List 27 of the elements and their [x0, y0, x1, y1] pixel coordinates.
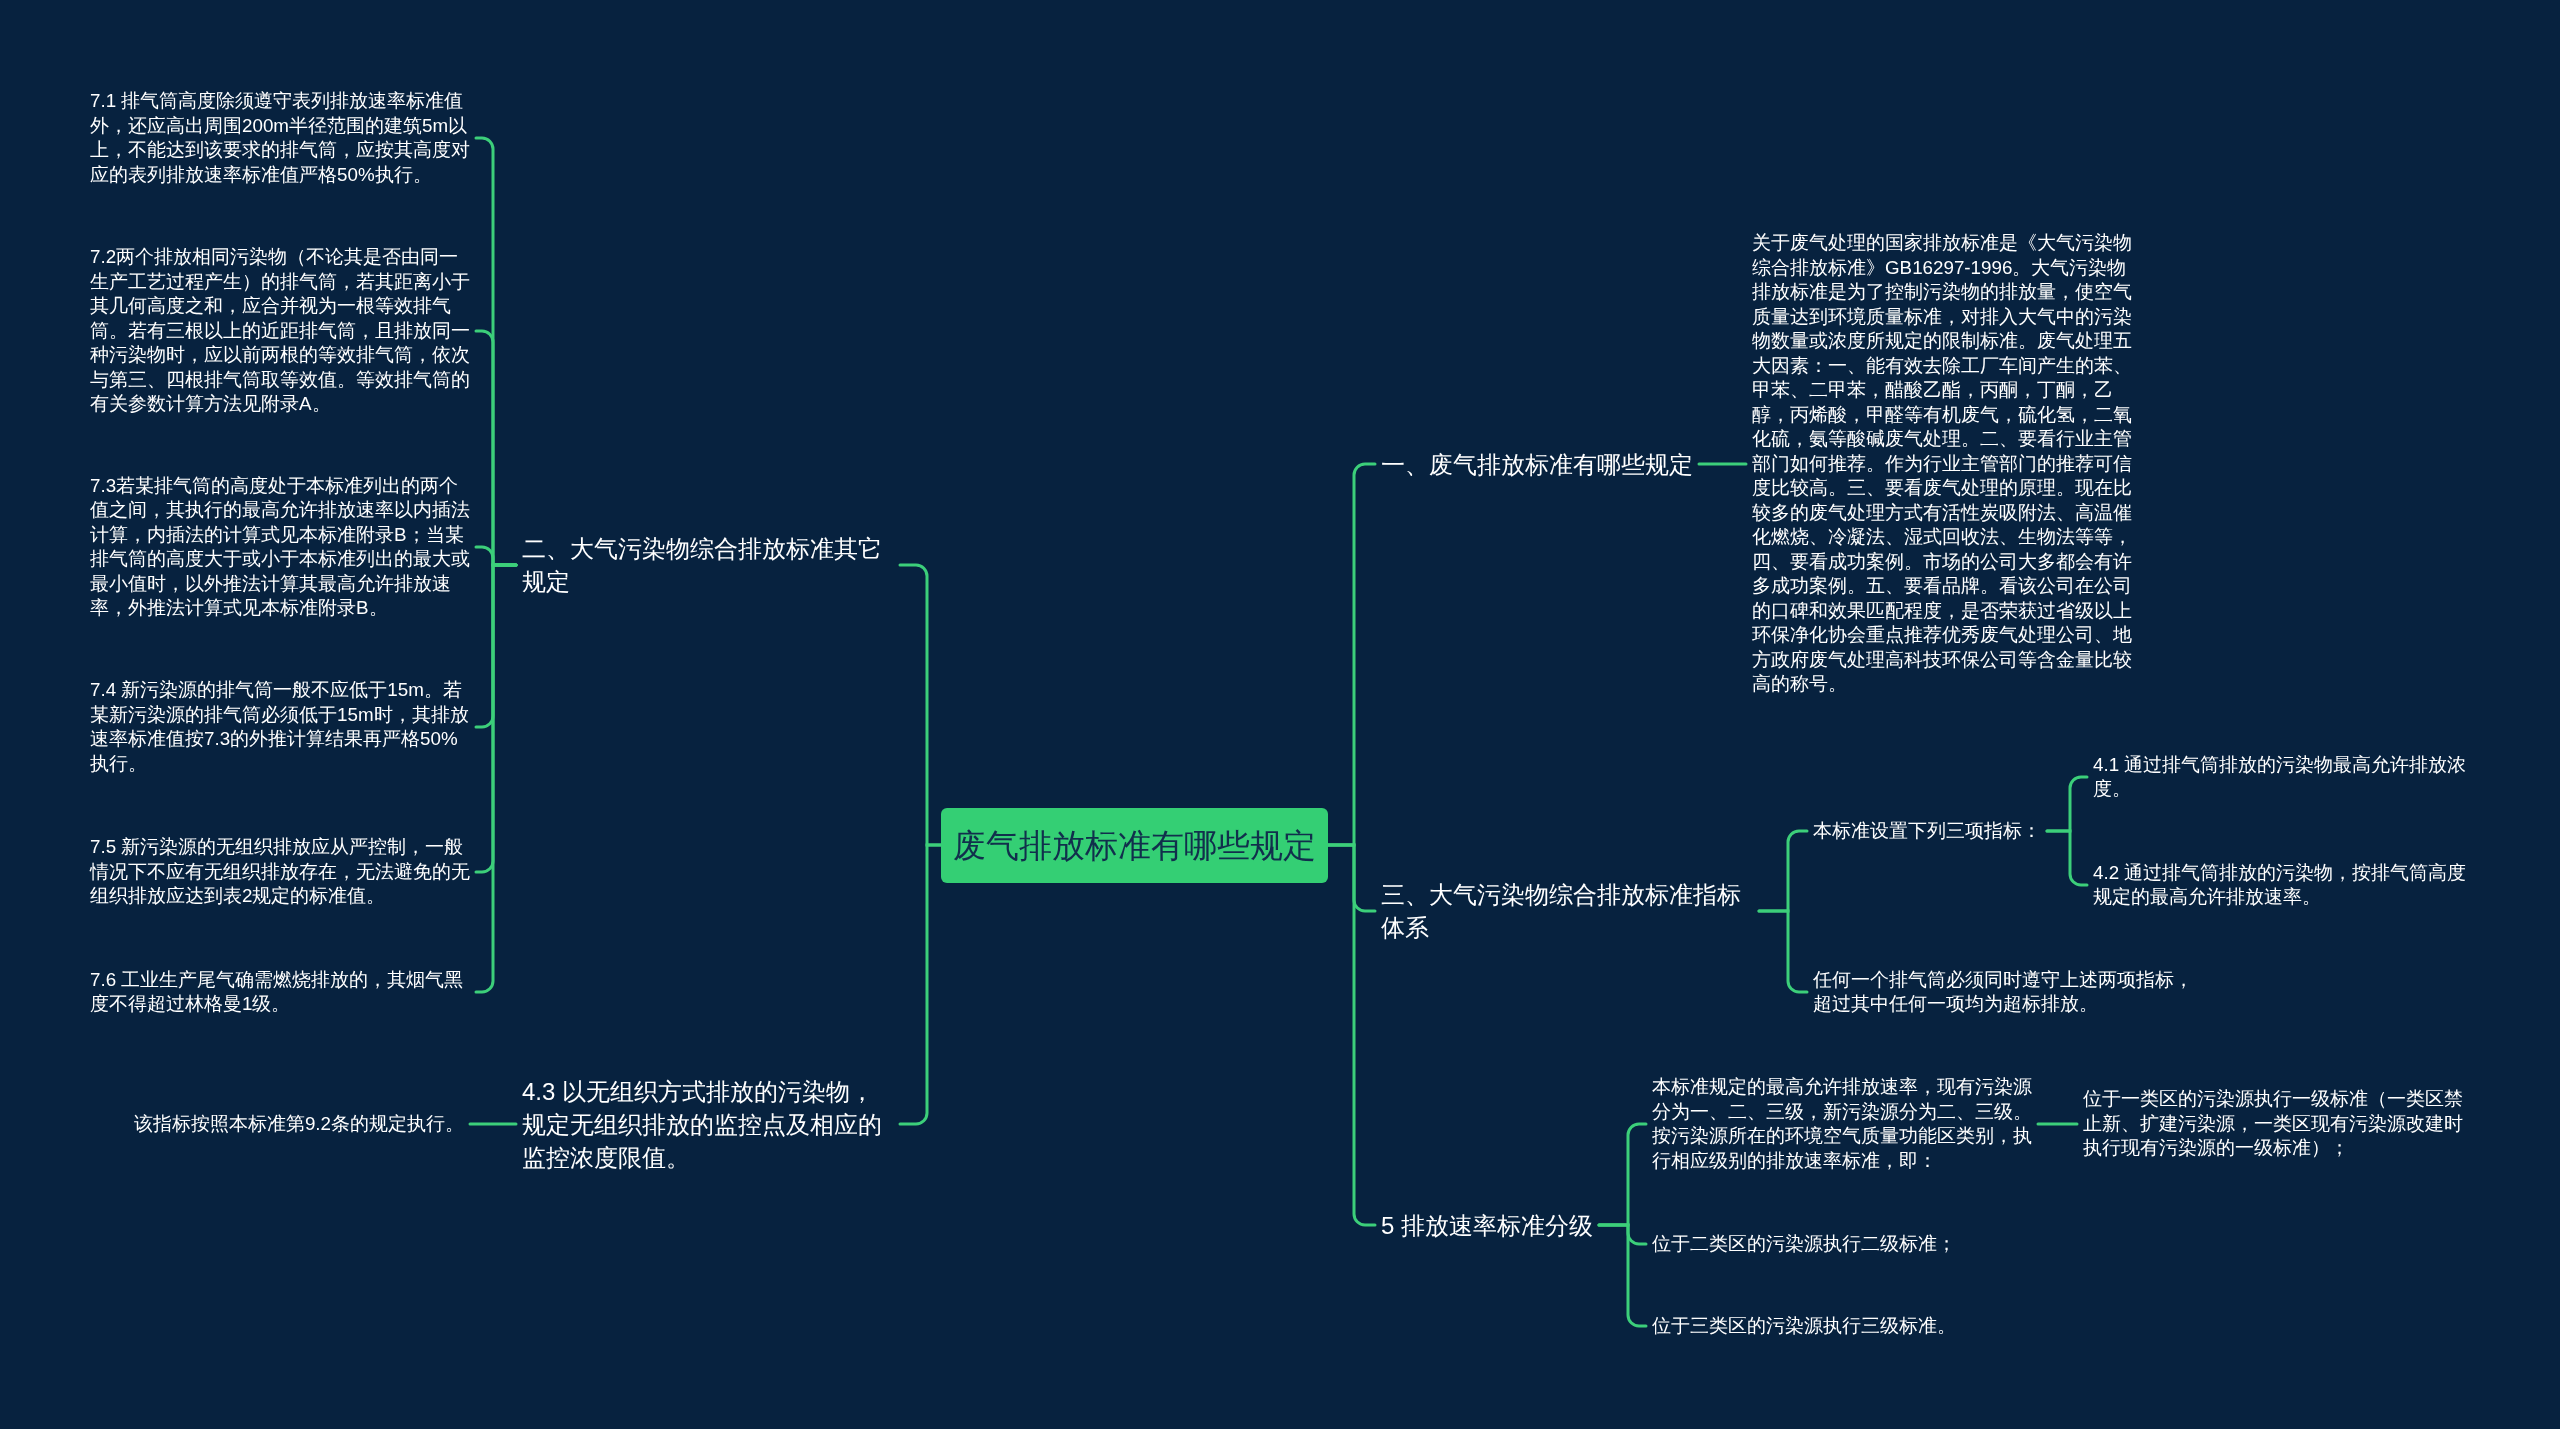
connector-line: [898, 843, 943, 1126]
note-text: 7.2两个排放相同污染物（不论其是否由同一生产工艺过程产生）的排气筒，若其距离小于其几何高度之和，应合并视为一根等效排气筒。若有三根以上的近距排气筒，且排放同一种污染物时，应以前两根的等效排气筒，依次与第三、四根排气筒取等效值。等效排气筒的有关参数计算方法见附录A。: [84, 245, 476, 417]
branch-topic: 一、废气排放标准有哪些规定: [1375, 447, 1699, 481]
connector-line: [1697, 462, 1748, 466]
note-text: 位于二类区的污染源执行二级标准；: [1646, 1231, 1962, 1257]
note-text: 该指标按照本标准第9.2条的规定执行。: [127, 1111, 470, 1137]
note-text: 关于废气处理的国家排放标准是《大气污染物综合排放标准》GB16297-1996。大气污染物排放标准是为了控制污染物的排放量，使空气质量达到环境质量标准，对排入大气中的污染物数量或浓度所规定的限制标准。废气处理五大因素：一、能有效去除工厂车间产生的苯、甲苯、二甲苯，醋酸乙酯，丙酮，丁酮，乙醇，丙烯酸，甲醛等有机废气，硫化氢，二氧化硫，氨等酸碱废气处理。二、要看行业主管部门如何推荐。作为行业主管部门的推荐可信度比较高。三、要看废气处理的原理。现在比较多的废气处理方式有活性炭吸附法、高温催化燃烧、冷凝法、湿式回收法、生物法等等，四、要看成功案例。市场的公司大多都会有许多成功案例。五、要看品牌。看该公司在公司的口碑和效果匹配程度，是否荣获过省级以上环保净化协会重点推荐优秀废气处理公司、地方政府废气处理高科技环保公司等含金量比较高的称号。: [1746, 231, 2138, 697]
note-text: 7.5 新污染源的无组织排放应从严控制，一般情况下不应有无组织排放存在，无法避免的无组织排放应达到表2规定的标准值。: [84, 835, 476, 909]
note-text: 7.3若某排气筒的高度处于本标准列出的两个值之间，其执行的最高允许排放速率以内插法计算，内插法的计算式见本标准附录B；当某排气筒的高度大于或小于本标准列出的最大或最小值时，以外推法计算其最高允许排放速率，外推法计算式见本标准附录B。: [84, 473, 476, 621]
branch-topic: 4.3 以无组织方式排放的污染物，规定无组织排放的监控点及相应的监控浓度限值。: [516, 1074, 900, 1174]
branch-topic: 三、大气污染物综合排放标准指标体系: [1375, 878, 1759, 944]
central-topic: 废气排放标准有哪些规定: [941, 807, 1328, 883]
note-text: 7.6 工业生产尾气确需燃烧排放的，其烟气黑度不得超过林格曼1级。: [84, 967, 476, 1017]
connector-line: [2036, 1122, 2079, 1126]
note-text: 本标准规定的最高允许排放速率，现有污染源分为一、二、三级，新污染源分为二、三级。按污染源所在的环境空气质量功能区类别，执行相应级别的排放速率标准，即：: [1646, 1075, 2038, 1173]
note-text: 7.4 新污染源的排气筒一般不应低于15m。若某新污染源的排气筒必须低于15m时，其排放速率标准值按7.3的外推计算结果再严格50%执行。: [84, 678, 476, 776]
branch-topic: 5 排放速率标准分级: [1375, 1208, 1599, 1242]
note-text: 4.2 通过排气筒排放的污染物，按排气筒高度规定的最高允许排放速率。: [2087, 860, 2479, 910]
connector-line: [1326, 843, 1377, 1227]
note-text: 7.1 排气筒高度除须遵守表列排放速率标准值外，还应高出周围200m半径范围的建筑5m以上，不能达到该要求的排气筒，应按其高度对应的表列排放速率标准值严格50%执行。: [84, 89, 476, 187]
note-text: 任何一个排气筒必须同时遵守上述两项指标，超过其中任何一项均为超标排放。: [1807, 967, 2199, 1017]
note-text: 位于三类区的污染源执行三级标准。: [1646, 1313, 1962, 1339]
note-text: 本标准设置下列三项指标：: [1807, 818, 2047, 844]
connector-line: [468, 1122, 518, 1126]
note-text: 4.1 通过排气筒排放的污染物最高允许排放浓度。: [2087, 752, 2479, 802]
note-text: 位于一类区的污染源执行一级标准（一类区禁止新、扩建污染源，一类区现有污染源改建时执行现有污染源的一级标准）；: [2077, 1087, 2469, 1161]
branch-topic: 二、大气污染物综合排放标准其它规定: [516, 532, 900, 598]
